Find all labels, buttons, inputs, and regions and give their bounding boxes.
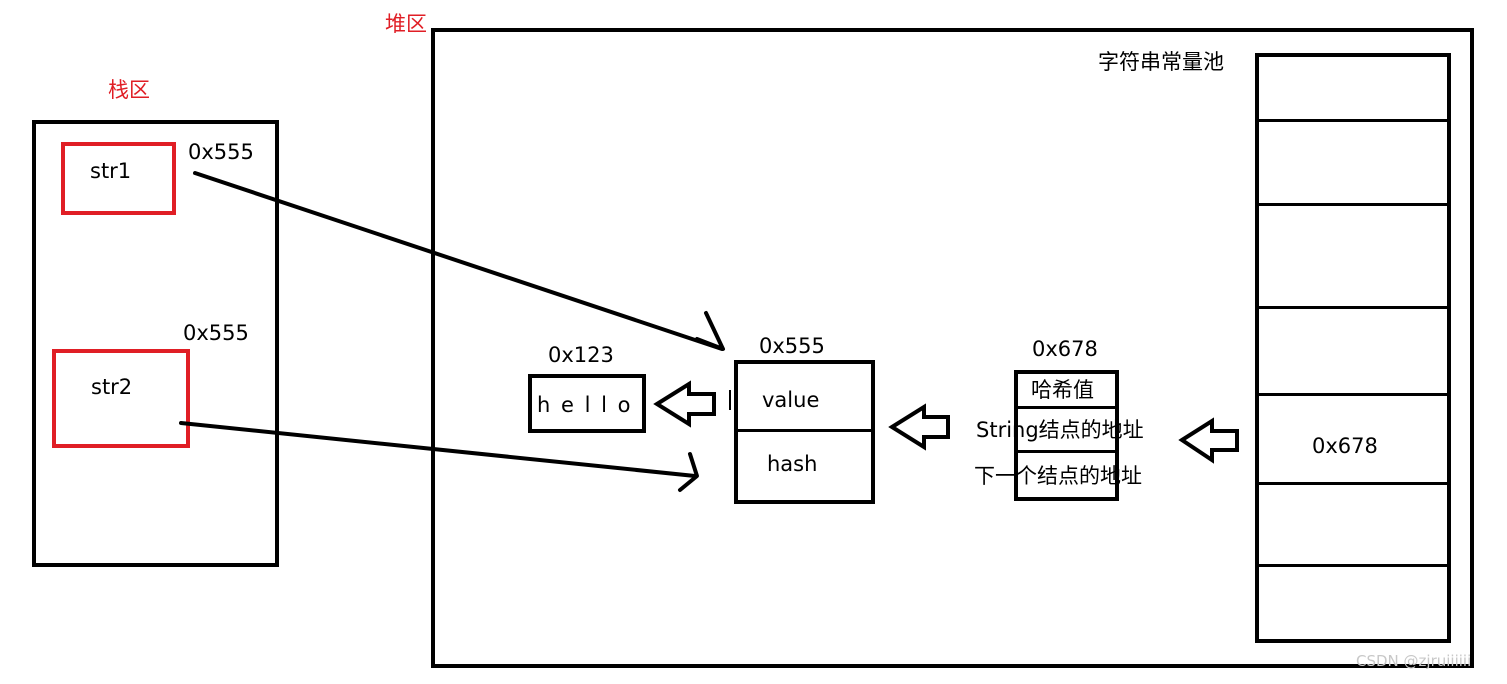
value-to-array-arrow — [653, 380, 716, 428]
heap-region — [431, 28, 1474, 668]
pool-slot-divider — [1258, 119, 1448, 122]
pool-slot-address: 0x678 — [1312, 434, 1378, 458]
string-constant-pool — [1255, 53, 1451, 643]
pool-slot-divider — [1258, 306, 1448, 309]
str2-variable — [52, 349, 190, 448]
heap-region-label: 堆区 — [385, 12, 427, 36]
pool-slot-divider — [1258, 393, 1448, 396]
str1-label: str1 — [90, 159, 132, 183]
string-object-divider — [737, 429, 872, 432]
str1-address: 0x555 — [188, 140, 254, 164]
pool-label: 字符串常量池 — [1098, 50, 1224, 74]
node-next-address-label: 下一个结点的地址 — [974, 464, 1142, 488]
node-to-string-arrow — [888, 403, 950, 451]
str2-reference-arrow — [179, 421, 697, 478]
string-field-value: value — [762, 388, 820, 412]
pool-to-node-arrow — [1178, 417, 1239, 464]
char-array — [528, 374, 646, 433]
char-array-values: h e l l o — [537, 393, 633, 417]
node-divider-1 — [1017, 406, 1116, 409]
string-field-hash: hash — [767, 452, 818, 476]
str1-arrowhead — [695, 311, 725, 351]
pool-slot-divider — [1258, 203, 1448, 206]
str2-address: 0x555 — [183, 321, 249, 345]
stack-region — [32, 120, 279, 567]
pool-slot-divider — [1258, 482, 1448, 485]
node-string-address-label: String结点的地址 — [976, 418, 1144, 442]
str2-label: str2 — [91, 375, 133, 399]
str1-reference-arrow — [193, 171, 724, 351]
watermark: CSDN @zjruiiiiii — [1356, 652, 1472, 670]
char-array-address: 0x123 — [548, 343, 614, 367]
string-object — [734, 360, 875, 504]
node-divider-2 — [1017, 450, 1116, 453]
node-address: 0x678 — [1032, 337, 1098, 361]
str1-variable — [61, 142, 176, 215]
node-hash-label: 哈希值 — [1031, 378, 1094, 402]
stack-region-label: 栈区 — [108, 78, 150, 102]
pool-slot-divider — [1258, 564, 1448, 567]
str2-arrowhead — [678, 452, 699, 492]
string-object-address: 0x555 — [759, 334, 825, 358]
hash-node — [1014, 370, 1119, 501]
